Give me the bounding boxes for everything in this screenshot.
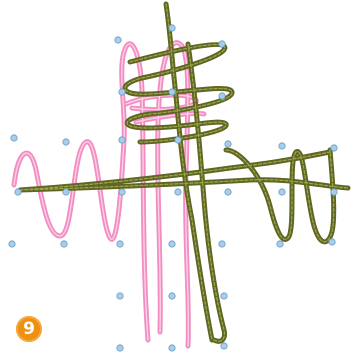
pin-dot-icon [9, 241, 15, 247]
pin-dot-icon [115, 37, 121, 43]
pin-dot-icon [169, 345, 175, 351]
pin-dot-icon [221, 343, 227, 349]
pin-dot-icon [175, 189, 181, 195]
pin-dot-icon [61, 241, 67, 247]
olive-cord-zigzag-path [226, 150, 334, 242]
pin-dot-icon [221, 293, 227, 299]
pin-dot-icon [175, 137, 181, 143]
pin-dot-icon [219, 41, 225, 47]
pin-dot-icon [63, 189, 69, 195]
pin-dot-icon [11, 135, 17, 141]
pin-dot-icon [119, 189, 125, 195]
pin-dot-icon [119, 137, 125, 143]
pin-dot-icon [225, 189, 231, 195]
pin-dot-icon [277, 241, 283, 247]
pin-dot-icon [331, 145, 337, 151]
pin-dot-icon [219, 241, 225, 247]
pin-dot-icon [15, 189, 21, 195]
pin-dot-icon [169, 241, 175, 247]
pin-dot-icon [331, 189, 337, 195]
olive-cord-highlight [226, 150, 334, 242]
pin-dot-icon [279, 189, 285, 195]
pin-dot-icon [169, 293, 175, 299]
pin-dot-icon [225, 141, 231, 147]
pin-dot-icon [117, 345, 123, 351]
pin-dot-icon [329, 239, 335, 245]
pin-dot-icon [169, 89, 175, 95]
pin-dot-icon [279, 143, 285, 149]
pin-dot-icon [119, 89, 125, 95]
pin-dot-icon [63, 139, 69, 145]
step-number-badge: 9 [16, 316, 42, 342]
pin-dot-icon [117, 293, 123, 299]
pin-dot-icon [117, 241, 123, 247]
pin-dot-icon [169, 25, 175, 31]
pin-dot-icon [219, 93, 225, 99]
